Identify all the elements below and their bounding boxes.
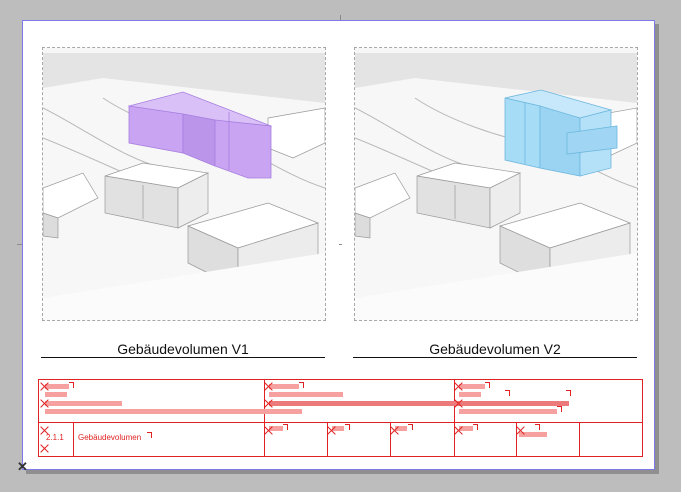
layout-sheet: Gebäudevolumen V1 Gebäudevolumen V2 <box>17 15 655 470</box>
field-placeholder <box>269 392 343 397</box>
table-column-divider <box>390 422 391 456</box>
table-column-divider <box>73 422 74 456</box>
table-row-divider <box>39 422 642 423</box>
field-placeholder <box>459 409 557 414</box>
insertion-point-icon <box>327 426 336 435</box>
text-field-tick <box>345 424 350 430</box>
insertion-point-icon <box>264 382 273 391</box>
table-column-divider <box>454 380 455 456</box>
text-field-tick <box>147 432 152 438</box>
field-placeholder <box>459 392 481 397</box>
field-placeholder <box>459 426 473 431</box>
field-placeholder <box>45 384 69 389</box>
crop-mark-center <box>339 244 342 245</box>
text-field-tick <box>505 390 510 396</box>
insertion-point-icon <box>516 426 525 435</box>
text-field-tick <box>557 406 562 412</box>
field-placeholder <box>269 426 283 431</box>
model-view-v1 <box>43 48 325 320</box>
text-field-tick <box>299 382 304 388</box>
insertion-point-icon <box>264 399 273 408</box>
text-field-tick <box>485 382 490 388</box>
insertion-point-icon <box>454 399 463 408</box>
viewport-v1[interactable] <box>42 47 326 321</box>
table-column-divider <box>264 380 265 456</box>
insertion-point-icon <box>390 426 399 435</box>
model-view-v2 <box>355 48 637 320</box>
field-placeholder <box>459 384 485 389</box>
text-field-tick <box>283 424 288 430</box>
close-icon[interactable]: ✕ <box>17 459 28 474</box>
field-placeholder <box>45 401 122 406</box>
text-field-tick <box>566 390 571 396</box>
table-column-divider <box>579 422 580 456</box>
field-placeholder <box>269 384 299 389</box>
drawing-title[interactable]: Gebäudevolumen <box>78 433 142 442</box>
insertion-point-icon <box>454 426 463 435</box>
drawing-number[interactable]: 2.1.1 <box>46 433 64 442</box>
caption-underline-v1 <box>41 357 325 358</box>
caption-underline-v2 <box>353 357 637 358</box>
table-column-divider <box>516 422 517 456</box>
text-field-tick <box>69 382 74 388</box>
insertion-point-icon <box>40 382 49 391</box>
text-field-tick <box>535 424 540 430</box>
view-caption-v1: Gebäudevolumen V1 <box>117 341 249 357</box>
text-field-tick <box>473 424 478 430</box>
field-placeholder <box>45 392 67 397</box>
table-column-divider <box>327 422 328 456</box>
crop-mark-top <box>340 15 341 20</box>
insertion-point-icon <box>40 399 49 408</box>
insertion-point-icon <box>264 426 273 435</box>
insertion-point-icon <box>40 444 49 453</box>
field-placeholder <box>269 401 569 406</box>
text-field-tick <box>408 424 413 430</box>
field-placeholder <box>332 426 344 431</box>
field-placeholder <box>45 409 302 414</box>
title-block-table[interactable]: 2.1.1 Gebäudevolumen <box>38 379 643 457</box>
crop-mark-left <box>17 244 22 245</box>
insertion-point-icon <box>454 382 463 391</box>
field-placeholder <box>395 426 407 431</box>
view-caption-v2: Gebäudevolumen V2 <box>429 341 561 357</box>
field-placeholder <box>519 432 547 437</box>
viewport-v2[interactable] <box>354 47 638 321</box>
